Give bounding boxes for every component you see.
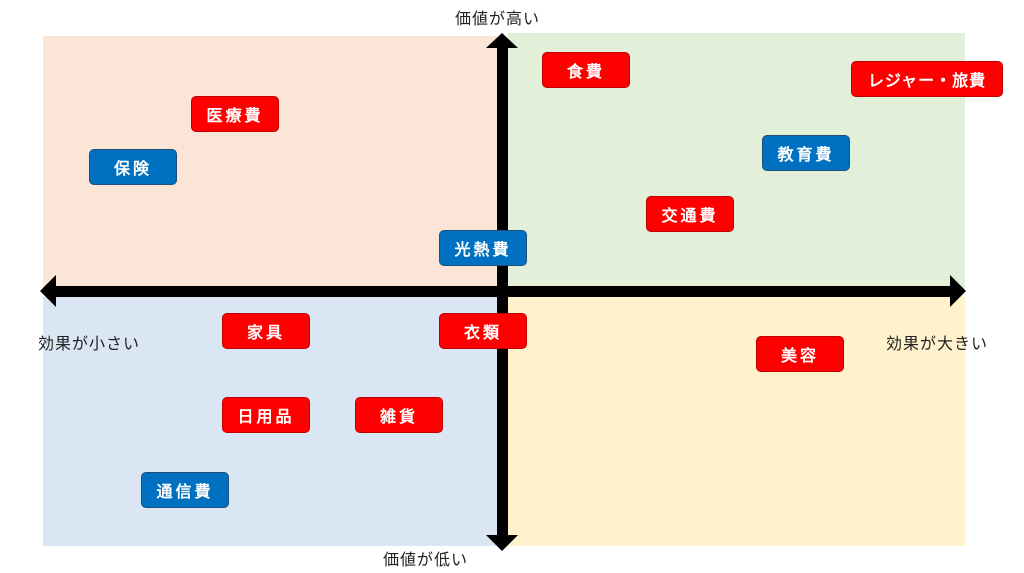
arrow-up-icon (486, 33, 518, 48)
quadrant-bottom-right (508, 297, 965, 546)
tag-education: 教育費 (762, 135, 850, 171)
tag-utilities: 光熱費 (439, 230, 527, 266)
tag-clothing: 衣類 (439, 313, 527, 349)
tag-sundries: 雑貨 (355, 397, 443, 433)
arrow-down-icon (486, 535, 518, 551)
tag-furniture: 家具 (222, 313, 310, 349)
arrow-right-icon (950, 275, 966, 307)
tag-food: 食費 (542, 52, 630, 88)
tag-daily-goods: 日用品 (222, 397, 310, 433)
tag-transport: 交通費 (646, 196, 734, 232)
tag-communication: 通信費 (141, 472, 229, 508)
axis-label-left: 効果が小さい (38, 334, 141, 353)
axis-label-bottom: 価値が低い (383, 550, 469, 569)
tag-leisure-travel: レジャー・旅費 (851, 61, 1003, 97)
tag-beauty: 美容 (756, 336, 844, 372)
tag-insurance: 保険 (89, 149, 177, 185)
axis-label-right: 効果が大きい (886, 334, 989, 353)
axis-label-top: 価値が高い (455, 9, 541, 28)
arrow-left-icon (40, 275, 56, 307)
horizontal-axis-line (54, 286, 952, 297)
tag-medical: 医療費 (191, 96, 279, 132)
